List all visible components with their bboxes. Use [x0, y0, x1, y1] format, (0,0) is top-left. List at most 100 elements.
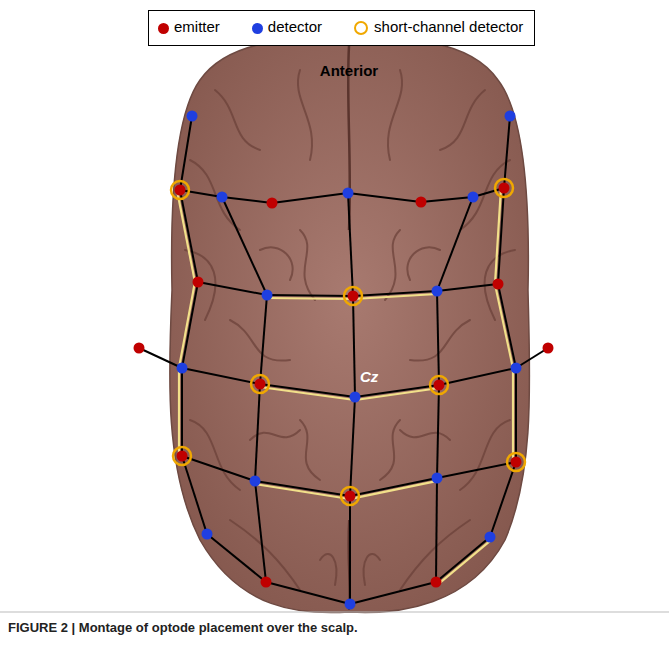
- sulcus: [300, 420, 320, 480]
- channel-line: [437, 462, 516, 478]
- channel-line: [207, 534, 266, 582]
- channel-line: [349, 496, 351, 604]
- emitter-dot: [511, 457, 522, 468]
- channel-lines: [139, 116, 548, 604]
- emitter-dot: [348, 291, 359, 302]
- short-channel-line: [355, 388, 439, 400]
- short-channel-ring: [171, 181, 189, 199]
- emitter-dot: [134, 343, 145, 354]
- channel-line: [180, 116, 192, 190]
- channel-line: [504, 116, 510, 188]
- sulcus: [385, 230, 400, 300]
- short-channel-line: [178, 368, 180, 456]
- detector-dot: [217, 192, 228, 203]
- legend-text: emitter: [174, 18, 220, 35]
- electrode-label: Cz: [360, 368, 378, 385]
- emitter-dot: [493, 279, 504, 290]
- channel-line: [498, 284, 516, 368]
- sulcus: [364, 554, 380, 585]
- channel-line: [436, 478, 437, 582]
- detector-dot: [343, 188, 354, 199]
- emitter-dot: [345, 491, 356, 502]
- short-channel-line: [260, 387, 355, 400]
- channel-line: [181, 368, 183, 456]
- short-channel-ring: [251, 375, 269, 393]
- detector-dot: [432, 473, 443, 484]
- channel-line: [267, 295, 353, 296]
- channel-line: [498, 188, 504, 284]
- detector-dot: [250, 476, 261, 487]
- emitter-dot: [267, 198, 278, 209]
- channel-line: [139, 348, 182, 368]
- channel-line: [182, 282, 198, 368]
- detector-dot: [505, 111, 516, 122]
- short-channel-line: [495, 285, 513, 369]
- emitter-dot: [261, 577, 272, 588]
- channel-line: [437, 385, 439, 478]
- short-channel-line: [351, 481, 438, 499]
- channel-line: [182, 368, 260, 384]
- sulcus: [410, 320, 470, 361]
- detector-dot: [485, 532, 496, 543]
- channel-line: [182, 456, 255, 481]
- emitter-dot: [193, 277, 204, 288]
- sulcus: [260, 247, 293, 280]
- short-channel-ring: [341, 487, 359, 505]
- short-channel-ring: [430, 376, 448, 394]
- short-channel-ring: [495, 179, 513, 197]
- channel-line: [353, 296, 355, 397]
- emitter-dot: [175, 185, 186, 196]
- sulcus: [440, 90, 485, 150]
- channel-line: [437, 197, 473, 291]
- channel-line: [350, 582, 436, 604]
- channel-line: [222, 197, 267, 295]
- channel-line: [350, 478, 437, 496]
- channel-line: [439, 368, 516, 385]
- channel-line: [437, 291, 439, 385]
- sulcus: [400, 430, 450, 440]
- short-channel-line: [512, 368, 514, 462]
- emitter-dot: [177, 451, 188, 462]
- short-channel-line: [438, 539, 492, 584]
- emitter-dot: [431, 577, 442, 588]
- detector-dot: [432, 286, 443, 297]
- detector-dot: [202, 529, 213, 540]
- caption-rule: [0, 612, 669, 613]
- channel-line: [272, 193, 348, 203]
- short-channel-line: [267, 298, 353, 299]
- channel-line: [436, 537, 490, 582]
- channel-line: [255, 384, 260, 481]
- short-channel-line: [179, 281, 195, 367]
- channel-line: [266, 582, 350, 604]
- emitter-dot: [416, 197, 427, 208]
- sulcus: [215, 90, 260, 150]
- optodes: [134, 111, 554, 610]
- sulcus: [320, 554, 336, 585]
- legend-swatch: [252, 23, 263, 34]
- legend-swatch: [158, 23, 169, 34]
- detector-dot: [468, 192, 479, 203]
- channel-line: [255, 481, 266, 582]
- sulcus: [230, 520, 300, 590]
- orientation-label: Anterior: [320, 62, 378, 79]
- detector-dot: [262, 290, 273, 301]
- channel-line: [182, 456, 207, 534]
- detector-dot: [177, 363, 188, 374]
- sulcus: [230, 320, 290, 361]
- channel-line: [260, 384, 355, 397]
- channel-line: [180, 190, 198, 282]
- sulcus: [400, 520, 470, 590]
- figure-caption: FIGURE 2 | Montage of optode placement o…: [8, 620, 358, 635]
- sulcus: [460, 420, 510, 490]
- channel-line: [421, 197, 473, 202]
- channel-line: [437, 284, 498, 291]
- channel-line: [516, 348, 548, 368]
- legend-text: short-channel detector: [374, 18, 523, 35]
- brain-outline: [170, 40, 530, 613]
- emitter-dot: [543, 343, 554, 354]
- emitter-dot: [499, 183, 510, 194]
- channel-line: [353, 291, 437, 296]
- channel-line: [348, 193, 421, 202]
- detector-dot: [187, 111, 198, 122]
